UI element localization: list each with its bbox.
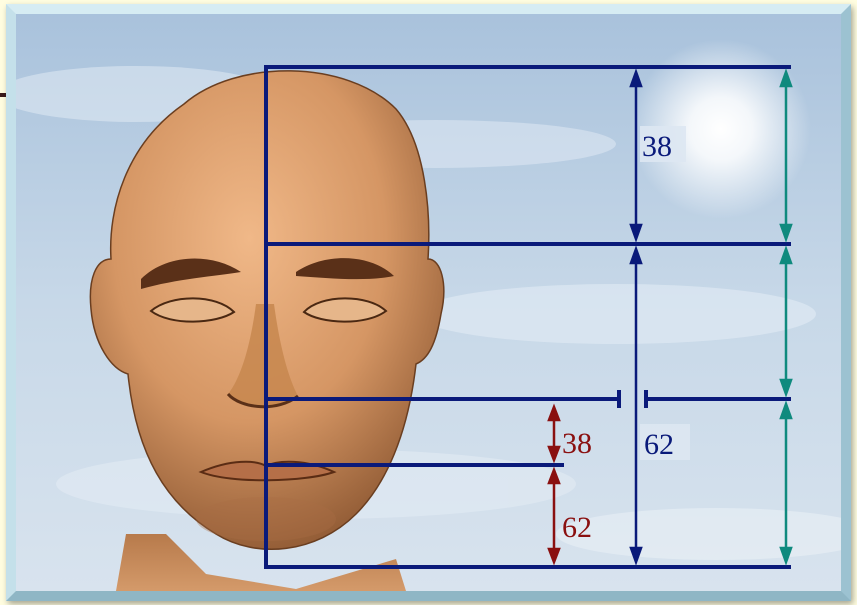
lower-face-ratio-label: 62 [644, 428, 674, 461]
face-proportion-diagram: 38 62 38 62 [16, 14, 841, 591]
forehead-ratio-label: 38 [642, 130, 672, 163]
diagram-canvas: 38 62 38 62 [16, 14, 841, 591]
chin-ratio-label: 62 [562, 511, 592, 544]
lip-ratio-label: 38 [562, 427, 592, 460]
picture-frame: 38 62 38 62 [6, 4, 851, 601]
